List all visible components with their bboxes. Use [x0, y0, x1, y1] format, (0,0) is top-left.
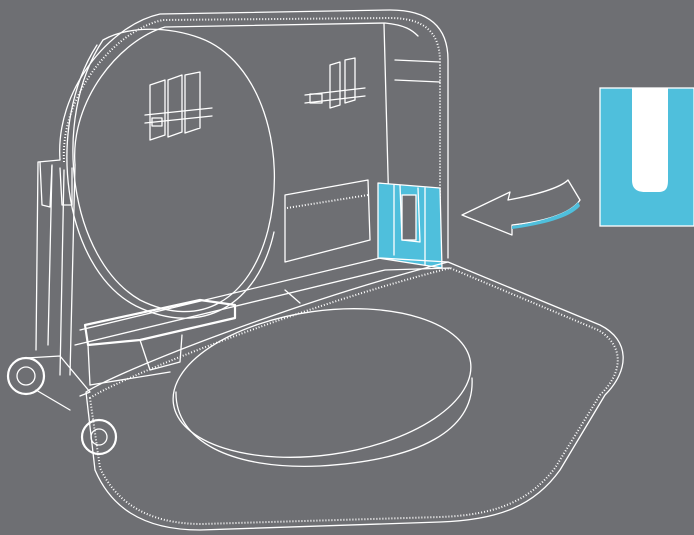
curved-arrow-left-icon — [462, 180, 580, 235]
back-straps — [305, 58, 365, 108]
highlighted-strap-slot — [378, 183, 442, 268]
back-pocket — [285, 180, 370, 262]
case-handle — [85, 300, 235, 385]
lid-round-pad — [163, 291, 480, 475]
case-wheels — [8, 356, 116, 454]
case-floor-edge — [75, 258, 450, 345]
lid-straps — [145, 72, 212, 140]
open-lid-flap — [86, 262, 623, 530]
strap-slot-detail-icon — [600, 88, 694, 226]
lid-pad — [67, 29, 274, 318]
